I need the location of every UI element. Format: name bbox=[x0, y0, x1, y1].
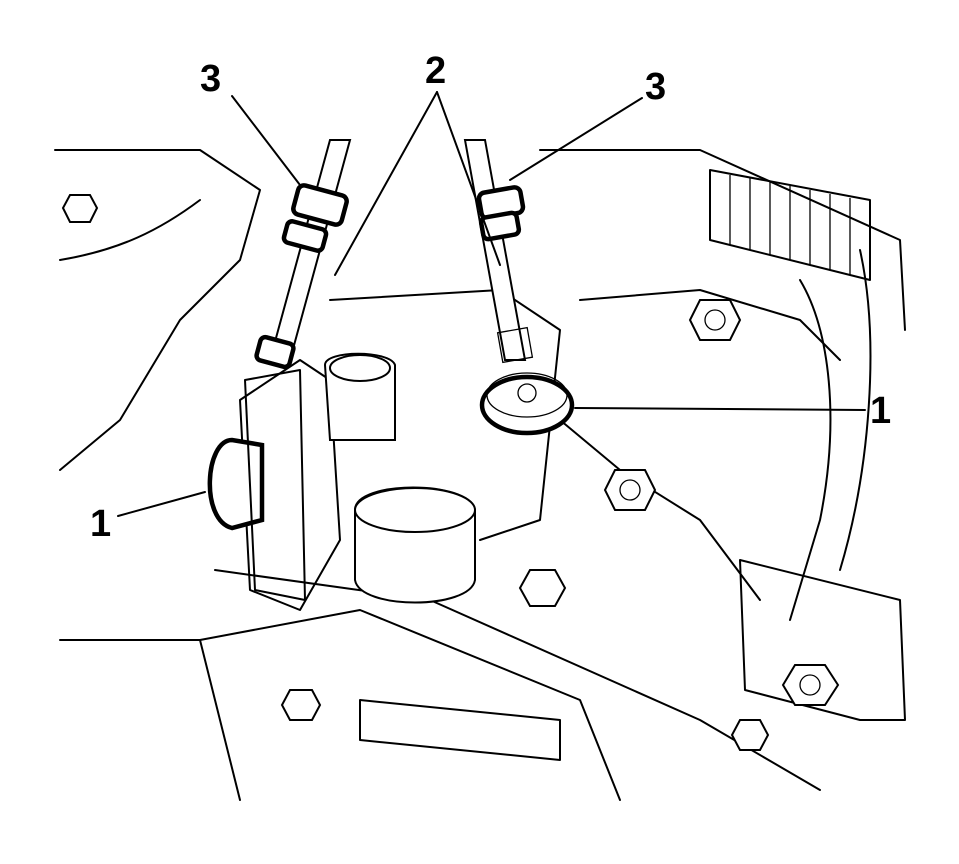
bolt-icon bbox=[730, 719, 770, 751]
engine-mount bbox=[323, 352, 476, 604]
leader-lines bbox=[117, 91, 866, 517]
bolt-icon bbox=[688, 299, 742, 341]
callout-1-right: 1 bbox=[870, 390, 892, 432]
bolt-icon bbox=[781, 664, 840, 706]
bolt-icon bbox=[603, 469, 657, 511]
callout-3-left: 3 bbox=[200, 58, 222, 100]
steering-boot bbox=[709, 169, 871, 281]
bushing-left bbox=[207, 369, 306, 601]
callout-3-right: 3 bbox=[645, 66, 667, 108]
callout-2: 2 bbox=[425, 50, 447, 92]
tool-rod-left bbox=[254, 139, 352, 370]
bushing-right bbox=[479, 372, 575, 436]
bolt-icon bbox=[280, 689, 322, 721]
background-structure bbox=[54, 149, 906, 801]
bolt-icon bbox=[518, 569, 567, 607]
bolts bbox=[61, 194, 840, 751]
bolt-icon bbox=[61, 194, 99, 223]
callout-1-left: 1 bbox=[90, 503, 112, 545]
